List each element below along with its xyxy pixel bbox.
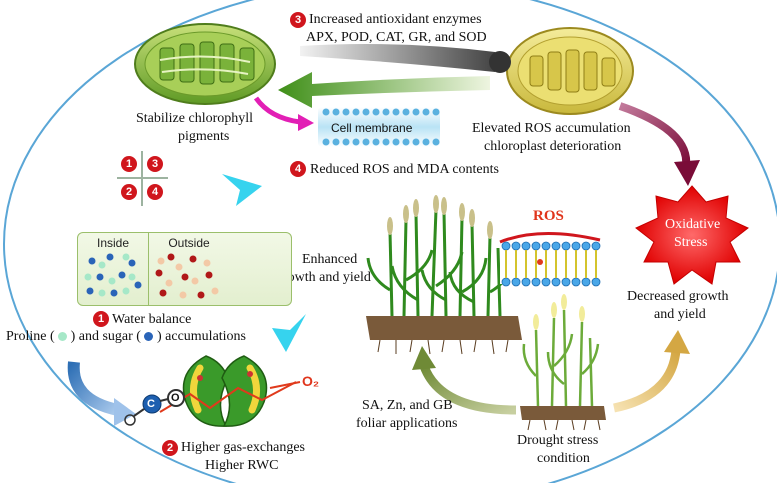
marker-grid-2: 2	[121, 184, 137, 200]
enhanced-label-line1: Enhanced	[302, 252, 358, 267]
decreased-label-line2: and yield	[654, 307, 706, 322]
cyan-arrow-3	[272, 314, 306, 352]
foliar-application-arrow	[412, 346, 517, 415]
marker-1-water: 1	[93, 311, 109, 327]
ros-membrane-icon	[499, 231, 601, 287]
drought-label-line2: condition	[537, 451, 590, 466]
decreased-growth-arrow	[613, 330, 690, 413]
marker-2-gas: 2	[162, 440, 178, 456]
drought-label-line1: Drought stress	[517, 433, 599, 448]
antioxidant-label-line1: Increased antioxidant enzymes	[309, 12, 482, 27]
sa-label-line1: SA, Zn, and GB	[362, 398, 453, 413]
cell-membrane-label: Cell membrane	[331, 121, 413, 135]
outside-panel: Outside	[149, 233, 291, 305]
water-balance-box: Inside Outside	[77, 232, 292, 306]
damaged-chloroplast-icon	[506, 27, 634, 115]
antioxidant-label-line2: APX, POD, CAT, GR, and SOD	[306, 30, 487, 45]
antioxidant-arrow	[300, 44, 511, 73]
co2-c-label: C	[147, 398, 155, 410]
elevated-label-line1: Elevated ROS accumulation	[472, 121, 631, 136]
enhanced-label-line2: growth and yield	[276, 270, 371, 285]
o2-arrow	[269, 381, 301, 389]
co2-molecule-icon	[124, 389, 185, 426]
gas-exchange-arrow	[67, 361, 136, 426]
stabilize-label-line1: Stabilize chlorophyll	[136, 111, 254, 126]
protection-arrow	[278, 72, 490, 108]
cyan-arrow-1	[222, 174, 262, 206]
gas-exchange-label-line1: Higher gas-exchanges	[181, 440, 306, 455]
oxidative-stress-star-icon	[635, 185, 749, 285]
co2-o-label: O	[171, 392, 180, 404]
marker-grid-1: 1	[121, 156, 137, 172]
elevated-label-line2: chloroplast deterioration	[484, 139, 622, 154]
o2-label: O₂	[302, 373, 320, 389]
marker-grid-3: 3	[147, 156, 163, 172]
outside-label: Outside	[168, 236, 210, 250]
marker-4-reduced: 4	[290, 161, 306, 177]
accumulations-text: ) accumulations	[156, 329, 247, 344]
sugar-text: ) and sugar (	[70, 329, 141, 344]
drought-plants-icon	[520, 294, 606, 431]
cell-membrane-icon	[318, 107, 440, 147]
water-balance-label: Water balance	[112, 312, 192, 327]
membrane-arrow	[253, 96, 314, 131]
marker-3-top: 3	[290, 12, 306, 28]
decreased-label-line1: Decreased growth	[627, 289, 729, 304]
marker-grid-4: 4	[147, 184, 163, 200]
stabilize-label-line2: pigments	[178, 129, 230, 144]
ros-label: ROS	[533, 208, 564, 224]
sa-label-line2: foliar applications	[356, 416, 458, 431]
oxidative-label-line2: Stress	[674, 235, 708, 250]
stomata-icon	[159, 355, 297, 427]
oxidative-label-line1: Oxidative	[665, 217, 721, 232]
inside-label: Inside	[96, 236, 130, 250]
gas-exchange-label-line2: Higher RWC	[205, 458, 279, 473]
proline-dot-icon	[58, 332, 68, 341]
proline-sugar-label: Proline ( ) and sugar ( ) accumulations	[6, 328, 246, 345]
marker-grid	[117, 151, 168, 206]
healthy-chloroplast-icon	[134, 23, 276, 105]
stress-arrow	[618, 102, 700, 186]
sugar-dot-icon	[144, 332, 154, 341]
background-ellipse	[3, 0, 777, 483]
inside-panel: Inside	[78, 233, 149, 305]
healthy-plants-icon	[366, 195, 522, 355]
proline-text: Proline (	[6, 329, 55, 344]
reduced-ros-label: Reduced ROS and MDA contents	[310, 162, 499, 177]
